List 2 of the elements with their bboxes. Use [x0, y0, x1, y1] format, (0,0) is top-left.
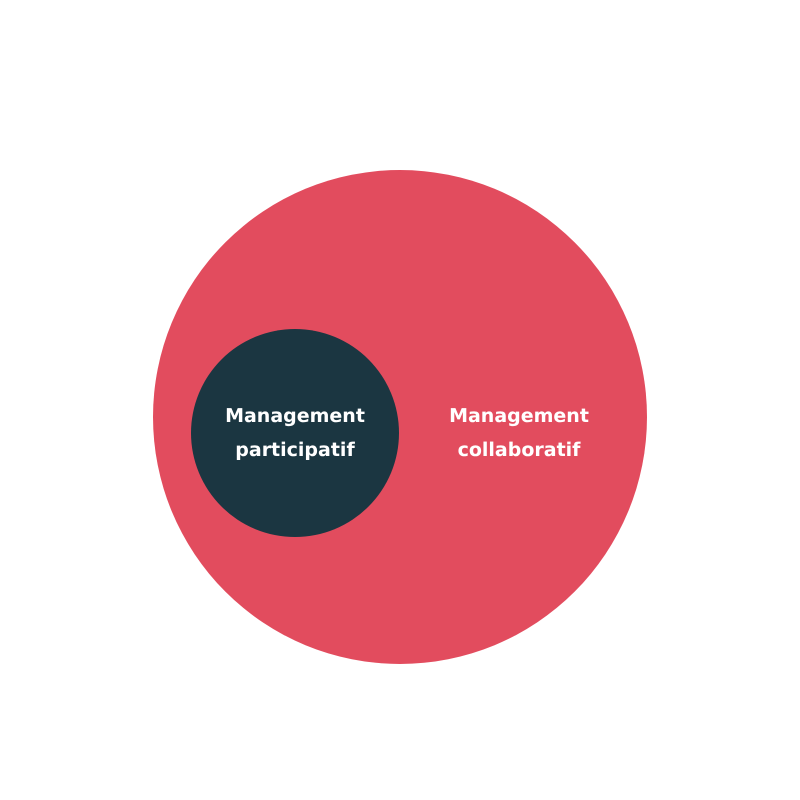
circle-label: Management participatif: [224, 404, 366, 463]
circle-label: Management collaboratif: [448, 404, 590, 463]
